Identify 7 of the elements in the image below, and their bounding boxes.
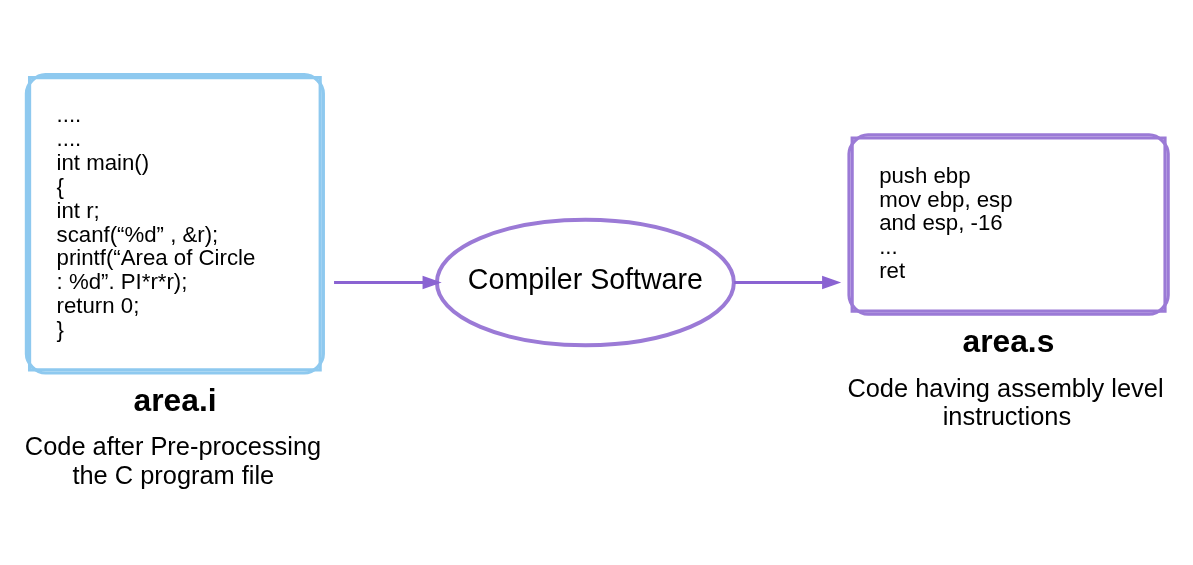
node-label: area.i: [133, 382, 217, 419]
arrow: [334, 275, 442, 290]
node-label: area.s: [962, 323, 1055, 360]
node-ellipse: Compiler Software: [434, 217, 736, 348]
node-label: Code after Pre-processing the C program file: [24, 432, 322, 489]
node-label: Code having assembly level instructions: [847, 373, 1164, 431]
arrow: [734, 275, 842, 290]
